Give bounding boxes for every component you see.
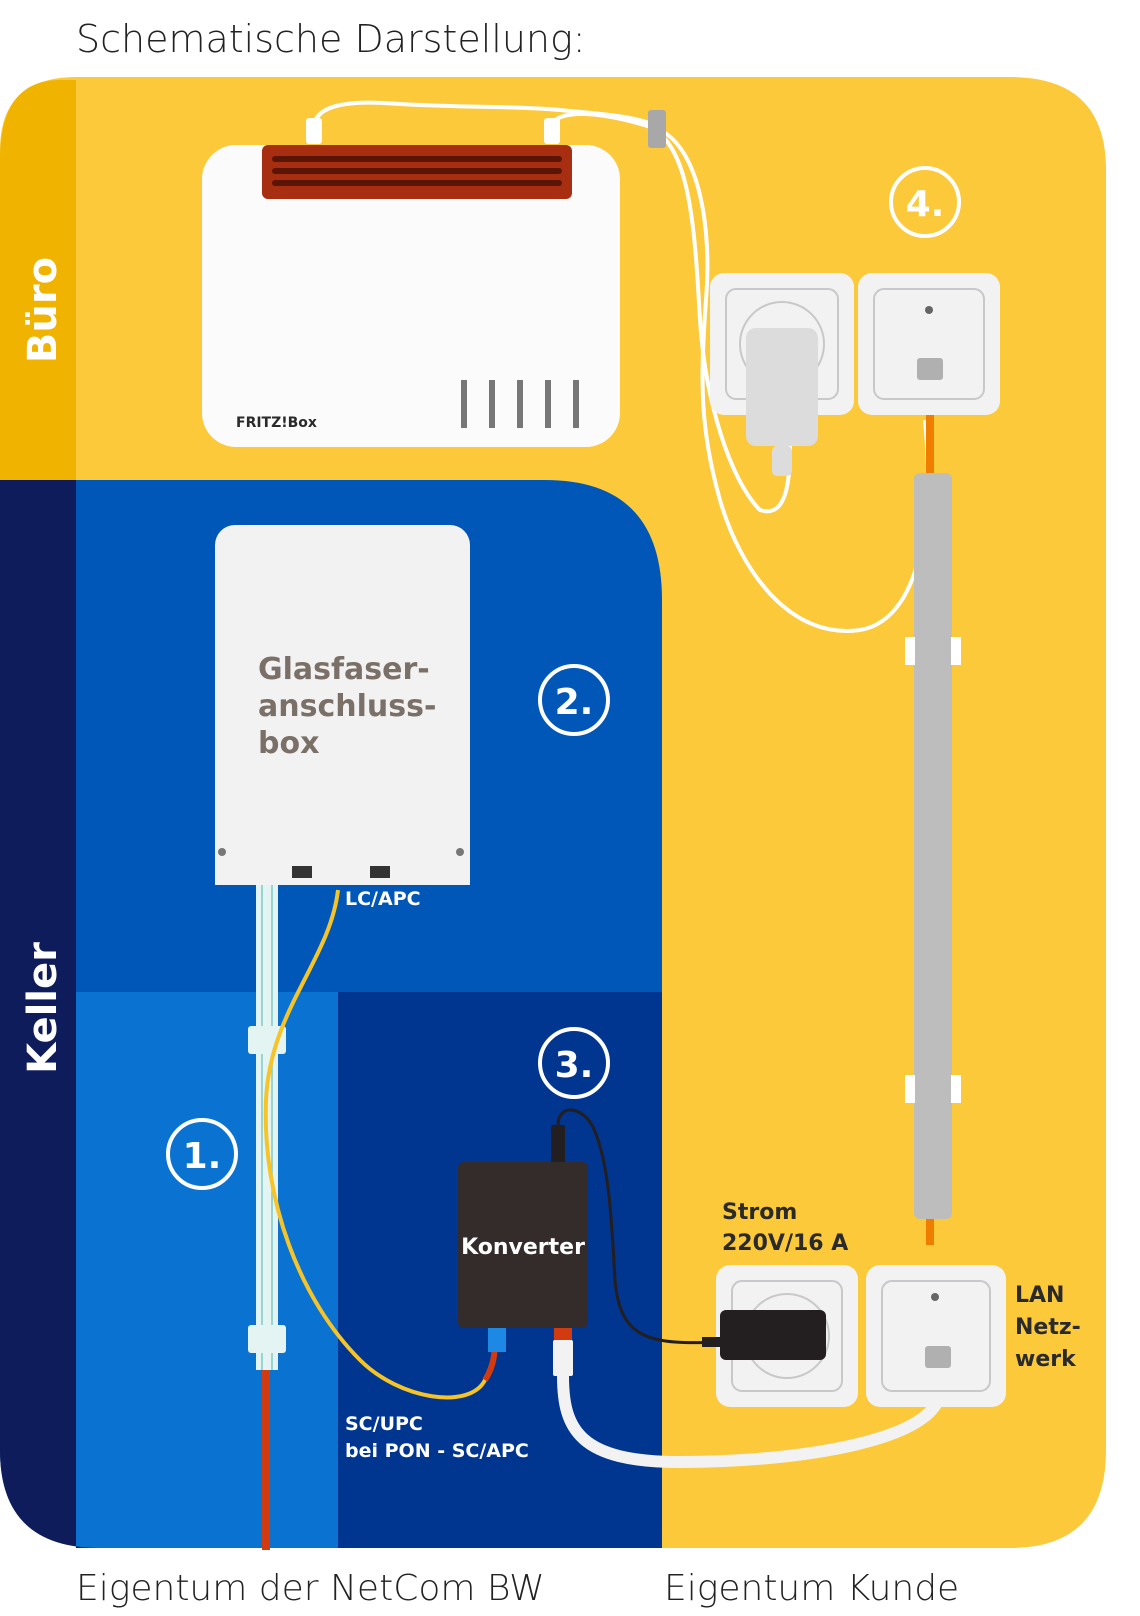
fiber-box-label-1: Glasfaser- <box>258 652 430 687</box>
marker-1: 1. <box>166 1118 238 1190</box>
router-label: FRITZ!Box <box>236 415 317 431</box>
router-plug-right <box>544 118 560 144</box>
label-power-1: Strom <box>722 1200 797 1225</box>
office-band <box>0 80 76 480</box>
footer-customer: Eigentum Kunde <box>664 1568 959 1609</box>
footer-provider: Eigentum der NetCom BW <box>76 1568 545 1609</box>
zone-label-basement: Keller <box>20 942 66 1074</box>
converter-lan-cable <box>557 1370 946 1469</box>
label-lan-2: Netz- <box>1015 1315 1081 1340</box>
power-socket-basement <box>702 1265 858 1407</box>
label-lan-3: werk <box>1015 1347 1077 1372</box>
basement-area <box>0 480 662 1548</box>
router-plug-left <box>306 118 322 144</box>
svg-text:1.: 1. <box>183 1136 222 1177</box>
zone-label-office: Büro <box>20 257 66 363</box>
converter-device: Konverter <box>458 1108 721 1376</box>
label-lc-apc: LC/APC <box>345 888 421 910</box>
label-sc-upc: SC/UPC <box>345 1413 423 1435</box>
power-socket-office <box>710 273 854 476</box>
router-device: FRITZ!Box <box>202 145 620 447</box>
converter-label: Konverter <box>461 1235 585 1260</box>
lan-conduit <box>905 415 961 1245</box>
fiber-box-label-2: anschluss- <box>258 689 436 724</box>
lan-socket-office <box>858 273 1000 415</box>
svg-text:3.: 3. <box>555 1045 594 1086</box>
svg-text:2.: 2. <box>555 682 594 723</box>
svg-text:4.: 4. <box>906 184 945 225</box>
fiber-box-device: Glasfaser- anschluss- box <box>215 525 470 885</box>
fiber-patch-cable <box>263 889 497 1400</box>
marker-2: 2. <box>538 664 610 736</box>
fiber-box-label-3: box <box>258 726 319 761</box>
label-lan-1: LAN <box>1015 1283 1064 1308</box>
diagram-title: Schematische Darstellung: <box>76 17 586 61</box>
label-power-2: 220V/16 A <box>722 1231 848 1256</box>
cable-clip <box>648 110 666 148</box>
lan-socket-basement <box>866 1265 1006 1407</box>
label-sc-apc: bei PON - SC/APC <box>345 1440 529 1462</box>
marker-3: 3. <box>538 1027 610 1099</box>
marker-4: 4. <box>889 166 961 238</box>
